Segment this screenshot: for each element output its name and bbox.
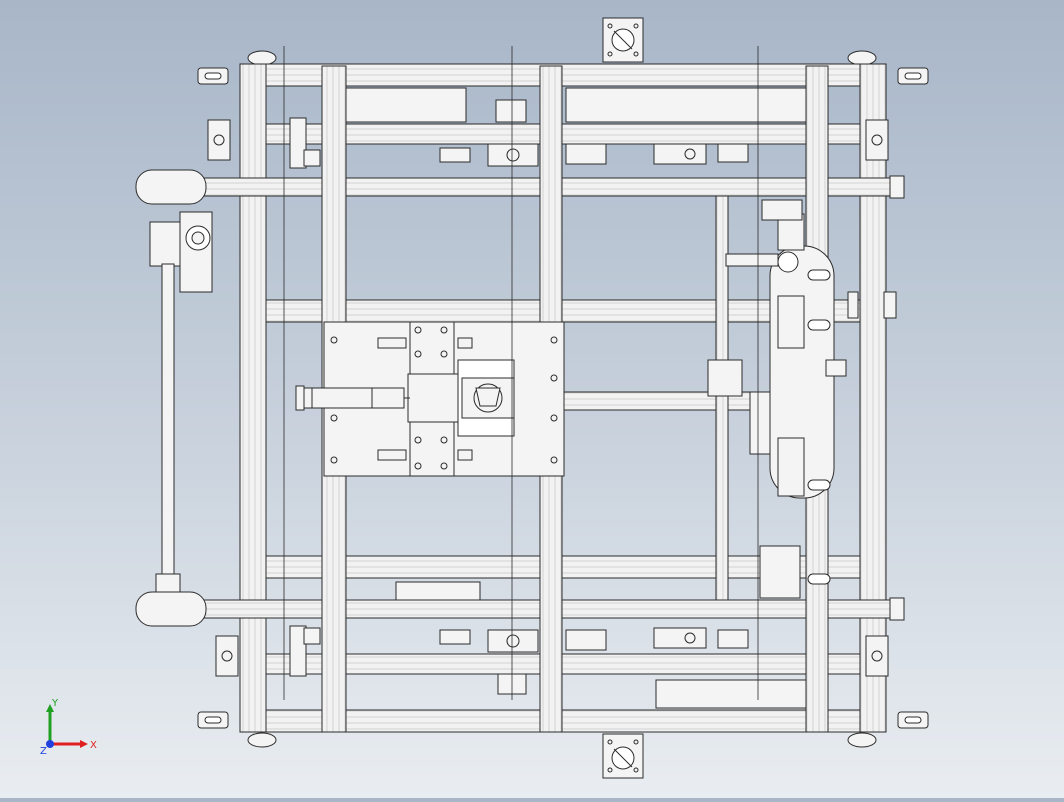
side-clamps — [207, 119, 889, 677]
right-guide-mechanism — [707, 199, 897, 599]
center-carriage-plate — [295, 321, 565, 477]
x-axis-arrowhead — [80, 740, 88, 748]
top-motor-mount — [602, 17, 644, 63]
corner-wheels — [247, 50, 877, 748]
corner-brackets — [197, 67, 929, 729]
x-axis-label: X — [90, 740, 97, 751]
guide-rods — [283, 46, 759, 700]
y-axis-label: Y — [51, 698, 59, 709]
z-axis-dot — [46, 740, 54, 748]
z-axis-label: Z — [40, 746, 47, 756]
bottom-bearing-blocks — [289, 625, 749, 695]
axis-triad: X Y Z — [38, 696, 98, 757]
top-bearing-blocks — [289, 99, 749, 169]
horizontal-rails — [265, 87, 861, 709]
y-axis-arrowhead — [46, 704, 54, 712]
bottom-motor-mount — [602, 733, 644, 779]
outer-frame — [239, 63, 887, 733]
left-handle-assembly — [135, 169, 213, 627]
